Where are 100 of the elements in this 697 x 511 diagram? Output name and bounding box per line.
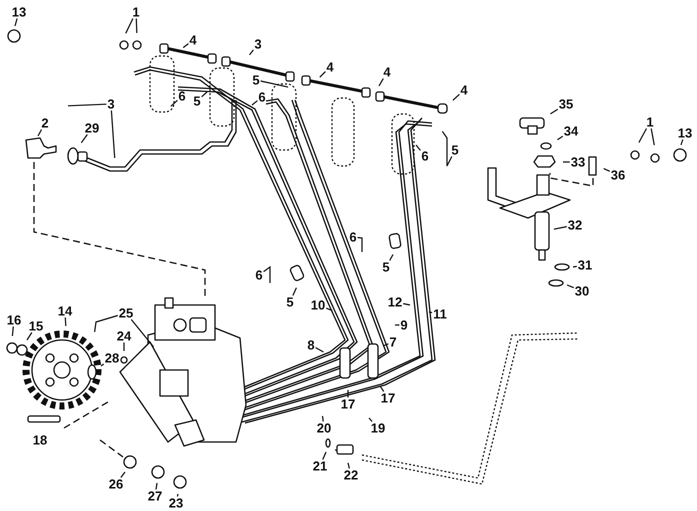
- callout-number: 16: [6, 314, 22, 326]
- callout-number: 18: [32, 434, 48, 446]
- callout-number: 12: [386, 296, 404, 308]
- leader-line: [123, 342, 125, 351]
- leader-line: [155, 482, 158, 490]
- callout-number: 20: [316, 422, 332, 434]
- leader-line: [566, 284, 574, 288]
- leader-line: [563, 161, 570, 163]
- leader-line: [252, 100, 258, 106]
- leader-line: [550, 108, 558, 114]
- leader-line: [347, 390, 349, 398]
- leader-line: [368, 418, 373, 422]
- leader-line: [382, 343, 389, 347]
- callout-number: 11: [432, 308, 448, 320]
- callout-number: 5: [285, 296, 295, 308]
- leader-line: [68, 104, 106, 106]
- callout-number: 5: [450, 144, 460, 156]
- leader-line: [315, 347, 324, 353]
- leader-line: [14, 18, 18, 26]
- callout-number: 23: [168, 496, 184, 510]
- leader-line: [347, 462, 350, 469]
- leader-line: [378, 78, 384, 86]
- leader-line: [572, 266, 577, 268]
- callout-number: 6: [254, 268, 264, 282]
- leader-line: [442, 130, 452, 167]
- leader-line: [64, 317, 66, 326]
- leader-line: [100, 364, 104, 366]
- callout-number: 6: [257, 90, 267, 104]
- leader-line: [395, 324, 400, 326]
- callout-number: 28: [104, 352, 120, 364]
- callout-number: 32: [566, 218, 584, 232]
- callout-number: 13: [10, 6, 28, 18]
- callout-number: 27: [146, 490, 164, 502]
- leader-line: [120, 472, 126, 478]
- leader-line: [260, 80, 288, 88]
- callout-number: 4: [459, 84, 469, 96]
- leader-line: [26, 332, 32, 340]
- leader-line: [403, 303, 410, 306]
- callout-number: 5: [381, 260, 391, 274]
- callout-number: 21: [312, 460, 328, 472]
- callout-number: 29: [84, 122, 100, 134]
- leader-line: [12, 326, 14, 336]
- leader-line: [380, 386, 384, 392]
- callout-number: 4: [382, 66, 392, 78]
- callout-number: 3: [253, 38, 263, 50]
- leader-line: [322, 416, 324, 422]
- callout-number: 15: [28, 320, 44, 332]
- callout-number: 36: [610, 168, 626, 182]
- callout-number: 17: [380, 392, 396, 404]
- callout-number: 6: [420, 150, 430, 162]
- callout-number: 1: [131, 6, 141, 18]
- leader-line: [110, 110, 116, 158]
- leader-line: [638, 128, 648, 143]
- callout-number: 5: [192, 94, 202, 108]
- leader-line: [80, 134, 88, 144]
- callout-number: 4: [188, 34, 198, 46]
- leader-line: [389, 254, 394, 261]
- leader-line: [201, 92, 208, 98]
- leader-line: [452, 94, 460, 101]
- callout-number: 25: [118, 306, 134, 320]
- callout-number: 22: [342, 468, 360, 482]
- leader-line: [136, 18, 138, 34]
- leader-line: [249, 50, 254, 56]
- leader-line: [428, 311, 432, 314]
- callout-number: 4: [325, 60, 335, 74]
- callout-number: 5: [251, 74, 261, 86]
- callout-number: 13: [676, 126, 694, 140]
- callout-number: 34: [562, 124, 580, 138]
- leader-line: [557, 136, 564, 140]
- callout-number: 30: [574, 284, 590, 298]
- leader-line: [322, 452, 327, 460]
- leader-line: [125, 18, 134, 34]
- callout-number: 33: [570, 156, 586, 168]
- leader-line: [37, 129, 42, 136]
- leader-line: [263, 266, 271, 283]
- leader-line: [326, 308, 333, 312]
- callout-number: 26: [108, 478, 124, 490]
- callout-number: 35: [558, 98, 574, 110]
- callout-number: 19: [370, 422, 386, 434]
- leader-line: [176, 494, 179, 497]
- leader-line: [358, 236, 363, 252]
- leader-line: [680, 139, 684, 146]
- callout-number: 9: [399, 318, 409, 332]
- callout-number: 7: [388, 336, 398, 348]
- callout-number: 10: [310, 298, 326, 312]
- callout-number: 3: [106, 98, 116, 110]
- callout-number: 24: [116, 330, 132, 342]
- callout-number: 31: [576, 258, 594, 272]
- callout-number: 1: [645, 116, 655, 128]
- leader-line: [94, 314, 118, 332]
- callout-number: 17: [340, 398, 356, 410]
- leader-line: [130, 319, 154, 348]
- leader-line: [170, 100, 178, 107]
- leader-line: [416, 144, 421, 151]
- leader-line: [554, 226, 567, 230]
- leader-line: [603, 168, 610, 172]
- leader-line: [182, 43, 189, 48]
- callout-number: 6: [177, 90, 187, 102]
- leader-line: [319, 71, 326, 78]
- callout-number: 6: [348, 230, 358, 244]
